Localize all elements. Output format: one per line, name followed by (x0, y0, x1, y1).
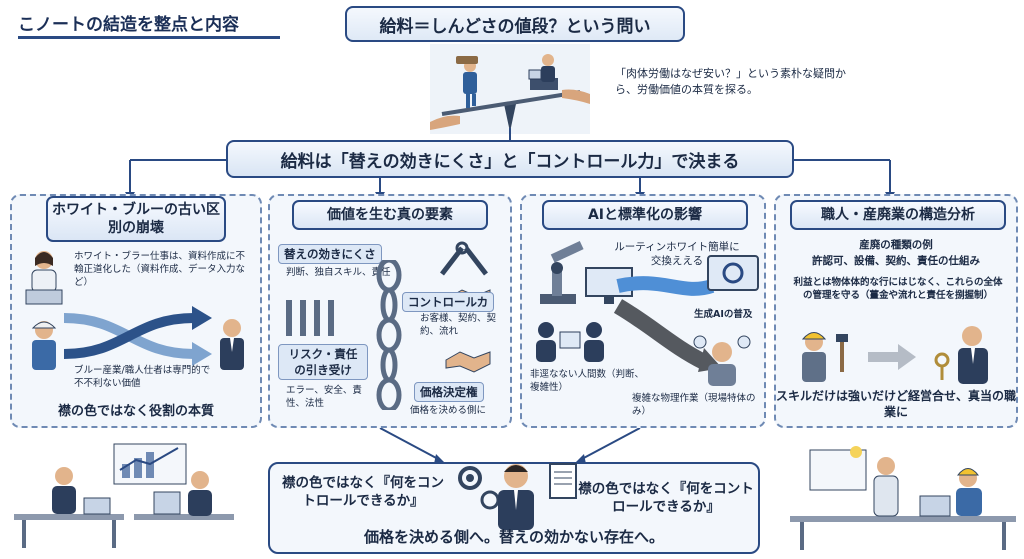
bottom-right-text: 襟の色ではなく『何をコントロールできるか』 (578, 481, 754, 515)
main-question-box: 給料＝しんどさの値段？という問い (345, 6, 685, 42)
workshop-scene-illustration (790, 446, 1016, 550)
ai-label: 生成AIの普及 (694, 309, 753, 320)
example-text: 許認可、設備、契約、責任の仕組み (812, 255, 980, 267)
manager-with-keys-icon (934, 326, 988, 384)
hammer-worker-icon (801, 332, 848, 382)
factor-pricing-desc: 価格を決める側に (410, 405, 487, 416)
handshake-2-icon (445, 351, 491, 373)
blue-collar-worker-icon (31, 321, 57, 370)
thinking-worker-icon (693, 335, 751, 386)
bottom-summary-box: 襟の色ではなく『何をコントロールできるか』 襟の色ではなく『何をコントロールでき… (268, 462, 760, 554)
bottom-conclusion: 価格を決める側へ。替えの効かない存在へ。 (363, 528, 664, 546)
white-collar-text: ホワイト・ブラー仕事は、資料作成に不翰正道化した（資料作成、データ入力など） (74, 251, 246, 288)
panel-3-title: AIと標準化の影響 (542, 200, 748, 230)
panel-4-conclusion: スキルだけは強いだけど経営合せ、真当の職業に (776, 389, 1017, 419)
blue-collar-text: ブルー産業/職人仕者は専門的で不不利ない価値 (74, 365, 211, 389)
factor-replaceability-desc: 判断、独自スキル、責任 (286, 267, 391, 278)
central-businessman-illustration (458, 463, 577, 530)
central-claim-box: 給料は「替えの効きにくさ」と「コントロール力」で決まる (226, 140, 794, 178)
people-group-icon (536, 322, 604, 362)
wrenches-icon (286, 300, 334, 336)
factor-control-title: コントロールカ (402, 292, 495, 312)
suit-worker-icon (220, 319, 244, 370)
title-underline (18, 36, 280, 39)
crossing-arrows-icon (64, 306, 212, 366)
gear-icon (458, 466, 482, 490)
ai-screen-icon (707, 255, 759, 291)
seesaw-illustration (430, 44, 590, 134)
factor-risk-desc: エラー、安全、責性、法性 (286, 385, 362, 409)
intro-text: 「肉体労働はなぜ安い？」という素朴な疑問から、労働価値の本質を探る。 (615, 67, 846, 96)
panel-ai-impact: AIと標準化の影響 ルーティンホワイト簡単に交換ええる 生成AIの普及 非逕なな… (520, 194, 766, 428)
fulcrum-icon (504, 104, 516, 132)
panel-4-title: 職人・産廃業の構造分析 (790, 200, 1006, 230)
panel-1-title: ホワイト・ブルーの古い区別の崩壊 (46, 196, 226, 242)
factor-pricing-title: 価格決定権 (414, 382, 484, 402)
human-judgment-text: 非逕なない人間数（判断、複雑性） (530, 369, 645, 393)
page-title: こノートの結造を整点と内容 (18, 15, 239, 35)
right-arrow-icon (868, 344, 916, 370)
panel-2-title: 価値を生む真の要素 (292, 200, 488, 230)
panel-value-factors: 価値を生む真の要素 替えの効きにくさ 判断、独自スキル、責任 コントロールカ お… (268, 194, 512, 428)
panel-collar-collapse: ホワイト・ブルーの古い区別の崩壊 ホワイト・ブラー仕事は、資料作成に不翰正道化し… (10, 194, 262, 428)
physical-work-text: 複雑な物理作業（現場特体のみ） (632, 393, 756, 417)
example-title: 産廃の種類の例 (859, 239, 933, 251)
contract-icon (549, 463, 577, 499)
routine-white-text: ルーティンホワイト簡単に交換ええる (614, 241, 740, 267)
profit-text: 利益とは物体体的な行にはじなく、これらの全体の管理を守る（薑金や流れと責任を捌握… (793, 277, 1003, 301)
panel-1-conclusion: 襟の色ではなく役割の本質 (57, 404, 214, 419)
factor-replaceability-title: 替えの効きにくさ (278, 244, 382, 264)
office-scene-illustration (14, 443, 234, 548)
bottom-left-text: 襟の色ではなく『何をコントロールできるか』 (282, 475, 444, 509)
robot-arm-icon (540, 240, 584, 304)
chain-icon (376, 260, 402, 410)
factor-risk-title: リスク・責任の引き受け (278, 344, 368, 380)
tools-icon (440, 241, 488, 276)
panel-industry-analysis: 職人・産廃業の構造分析 産廃の種類の例 許認可、設備、契約、責任の仕組み 利益と… (774, 194, 1018, 428)
factor-control-desc: お客様、契約、契約、流れ (420, 313, 497, 337)
office-worker-icon (25, 251, 63, 305)
